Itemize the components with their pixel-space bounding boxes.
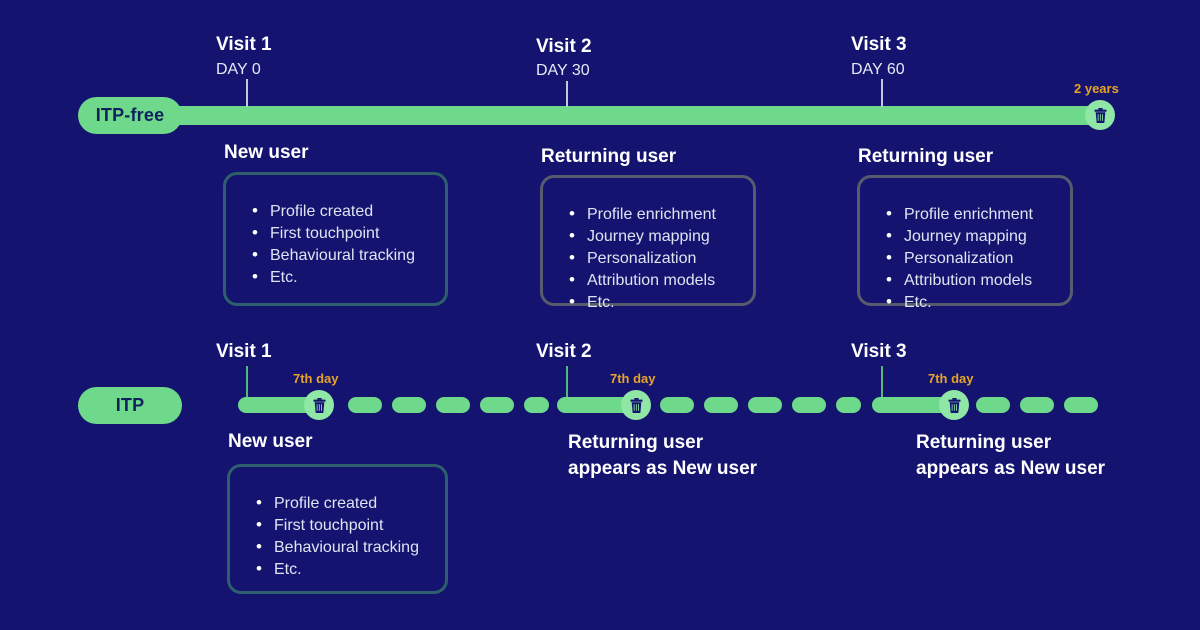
itp-dash xyxy=(480,397,514,413)
card-heading-returning-user-1: Returning user xyxy=(541,146,677,167)
itp-dash xyxy=(660,397,694,413)
itp-caption-2: Returning user appears as New user xyxy=(568,430,757,482)
itp-caption-3-line-1: Returning user xyxy=(916,432,1052,453)
itp-free-visit-1-label: Visit 1 xyxy=(216,34,272,55)
list-item: Profile created xyxy=(256,492,445,515)
card-list: Profile created First touchpoint Behavio… xyxy=(256,492,445,581)
itp-free-visit-3-day: DAY 60 xyxy=(851,61,905,78)
itp-pill: ITP xyxy=(78,387,182,424)
itp-caption-2-line-1: Returning user xyxy=(568,432,704,453)
card-heading-new-user-top: New user xyxy=(224,142,309,163)
itp-free-visit-2-day: DAY 30 xyxy=(536,62,590,79)
itp-caption-1: New user xyxy=(228,431,313,452)
itp-free-expiry-label: 2 years xyxy=(1074,81,1119,96)
list-item: Journey mapping xyxy=(569,225,753,248)
itp-caption-3: Returning user appears as New user xyxy=(916,430,1105,482)
itp-visit-2-label: Visit 2 xyxy=(536,341,592,362)
itp-dash xyxy=(1064,397,1098,413)
list-item: Behavioural tracking xyxy=(252,244,445,267)
tick-visit-1 xyxy=(246,79,248,107)
card-heading-returning-user-2: Returning user xyxy=(858,146,994,167)
list-item: Etc. xyxy=(569,291,753,314)
card-new-user-top: Profile created First touchpoint Behavio… xyxy=(223,172,448,306)
list-item: Profile created xyxy=(252,200,445,223)
list-item: Etc. xyxy=(256,558,445,581)
itp-dash xyxy=(1020,397,1054,413)
list-item: Behavioural tracking xyxy=(256,536,445,559)
tick-visit-3 xyxy=(881,79,883,107)
list-item: Profile enrichment xyxy=(569,203,753,226)
list-item: Etc. xyxy=(886,291,1070,314)
card-returning-user-2: Profile enrichment Journey mapping Perso… xyxy=(857,175,1073,313)
card-list: Profile enrichment Journey mapping Perso… xyxy=(569,203,753,314)
card-returning-user-1: Profile enrichment Journey mapping Perso… xyxy=(540,175,756,313)
card-list: Profile enrichment Journey mapping Perso… xyxy=(886,203,1070,314)
itp-expiry-label-2: 7th day xyxy=(610,371,656,386)
card-list: Profile created First touchpoint Behavio… xyxy=(252,200,445,289)
list-item: First touchpoint xyxy=(256,514,445,537)
itp-dash xyxy=(704,397,738,413)
itp-dash xyxy=(348,397,382,413)
list-item: Profile enrichment xyxy=(886,203,1070,226)
itp-free-visit-1-day: DAY 0 xyxy=(216,61,261,78)
trash-icon xyxy=(1085,100,1115,130)
tick-visit-2 xyxy=(566,81,568,107)
list-item: Attribution models xyxy=(886,269,1070,292)
list-item: Journey mapping xyxy=(886,225,1070,248)
itp-caption-2-line-2: appears as New user xyxy=(568,458,758,479)
itp-dash xyxy=(392,397,426,413)
itp-tick-visit-1 xyxy=(246,366,248,400)
trash-icon xyxy=(304,390,334,420)
card-new-user-bottom: Profile created First touchpoint Behavio… xyxy=(227,464,448,594)
itp-dash xyxy=(436,397,470,413)
list-item: First touchpoint xyxy=(252,222,445,245)
list-item: Etc. xyxy=(252,266,445,289)
itp-dash xyxy=(836,397,861,413)
itp-dash xyxy=(524,397,549,413)
itp-dash xyxy=(748,397,782,413)
list-item: Personalization xyxy=(569,247,753,270)
itp-expiry-label-3: 7th day xyxy=(928,371,974,386)
itp-dash xyxy=(976,397,1010,413)
itp-expiry-label-1: 7th day xyxy=(293,371,339,386)
itp-tick-visit-3 xyxy=(881,366,883,400)
list-item: Personalization xyxy=(886,247,1070,270)
itp-caption-3-line-2: appears as New user xyxy=(916,458,1106,479)
itp-visit-1-label: Visit 1 xyxy=(216,341,272,362)
list-item: Attribution models xyxy=(569,269,753,292)
trash-icon xyxy=(939,390,969,420)
itp-free-timeline-bar xyxy=(168,106,1100,125)
itp-tick-visit-2 xyxy=(566,366,568,400)
itp-free-visit-2-label: Visit 2 xyxy=(536,36,592,57)
itp-dash xyxy=(792,397,826,413)
itp-free-visit-3-label: Visit 3 xyxy=(851,34,907,55)
itp-free-pill: ITP-free xyxy=(78,97,182,134)
trash-icon xyxy=(621,390,651,420)
itp-visit-3-label: Visit 3 xyxy=(851,341,907,362)
